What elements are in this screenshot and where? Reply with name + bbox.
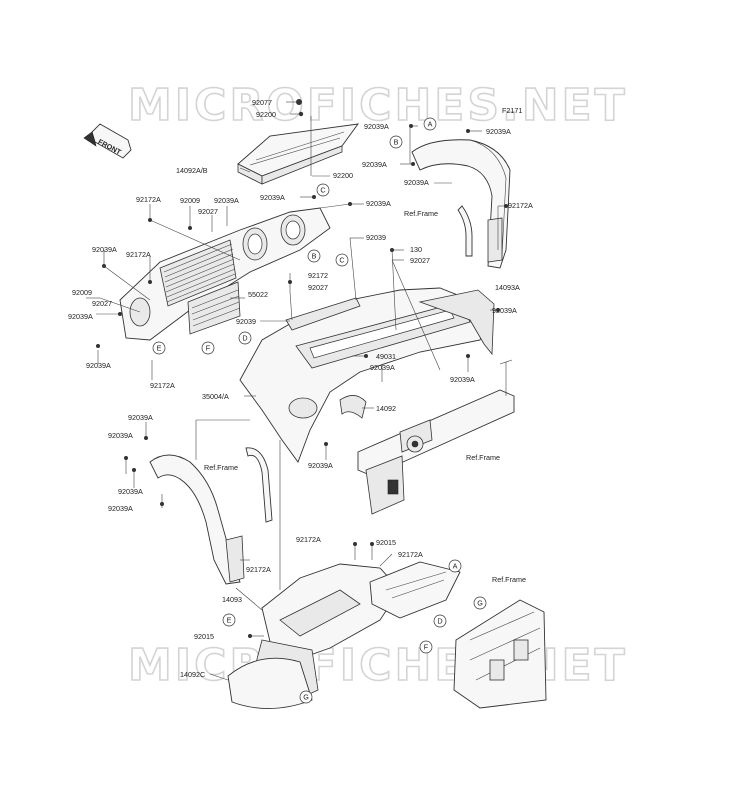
label-92039a: 92039A bbox=[366, 199, 391, 208]
label-92172a: 92172A bbox=[136, 195, 161, 204]
label-92039a: 92039A bbox=[118, 487, 143, 496]
floor-pan bbox=[227, 563, 401, 709]
label-92009: 92009 bbox=[72, 288, 92, 297]
label-92039: 92039 bbox=[366, 233, 386, 242]
label-92039a: 92039A bbox=[214, 196, 239, 205]
label-14092c: 14092C bbox=[180, 670, 205, 679]
svg-text:G: G bbox=[477, 599, 483, 608]
svg-text:B: B bbox=[394, 138, 399, 147]
label-92077: 92077 bbox=[252, 98, 272, 107]
label-ref-frame-right: Ref.Frame bbox=[404, 209, 438, 218]
left-fender bbox=[149, 454, 245, 585]
frame-bracket-left bbox=[245, 447, 273, 523]
svg-text:D: D bbox=[437, 617, 442, 626]
callout-G-right: G bbox=[473, 596, 487, 610]
svg-text:F: F bbox=[424, 643, 429, 652]
part-labels: 92077 92200 14092A/B 92200 92039A 92039A… bbox=[68, 98, 533, 679]
svg-text:C: C bbox=[339, 256, 344, 265]
callout-C-top: C bbox=[316, 183, 330, 197]
label-35004a: 35004/A bbox=[202, 392, 229, 401]
frame-bracket-right bbox=[457, 205, 473, 257]
label-ref-frame-left: Ref.Frame bbox=[204, 463, 238, 472]
svg-text:F: F bbox=[206, 344, 211, 353]
label-92172a: 92172A bbox=[126, 250, 151, 259]
callout-G-bottom: G bbox=[299, 690, 313, 704]
label-92039a: 92039A bbox=[68, 312, 93, 321]
label-ref-frame-bottom: Ref.Frame bbox=[492, 575, 526, 584]
label-92027: 92027 bbox=[92, 299, 112, 308]
label-92027: 92027 bbox=[198, 207, 218, 216]
label-ref-frame-mid: Ref.Frame bbox=[466, 453, 500, 462]
label-92039a: 92039A bbox=[362, 160, 387, 169]
svg-text:E: E bbox=[157, 344, 162, 353]
label-92039a: 92039A bbox=[128, 413, 153, 422]
top-cover-panel bbox=[237, 123, 359, 185]
svg-text:E: E bbox=[227, 616, 232, 625]
label-92027: 92027 bbox=[410, 256, 430, 265]
label-14093a: 14093A bbox=[495, 283, 520, 292]
dash-panel-left bbox=[119, 207, 331, 341]
svg-text:C: C bbox=[320, 186, 325, 195]
watermark-top: MICROFICHES.NET bbox=[128, 80, 628, 131]
label-92039a: 92039A bbox=[92, 245, 117, 254]
label-92172: 92172 bbox=[308, 271, 328, 280]
main-dash-body bbox=[239, 287, 495, 463]
callout-E-bottom: E bbox=[222, 613, 236, 627]
label-92172a: 92172A bbox=[150, 381, 175, 390]
label-92039a: 92039A bbox=[492, 306, 517, 315]
label-92172a: 92172A bbox=[398, 550, 423, 559]
label-92039a: 92039A bbox=[86, 361, 111, 370]
watermark-bottom: MICROFICHES.NET bbox=[128, 640, 628, 691]
label-92172a: 92172A bbox=[296, 535, 321, 544]
callout-B-mid: B bbox=[307, 249, 321, 263]
label-14093: 14093 bbox=[222, 595, 242, 604]
label-92009: 92009 bbox=[180, 196, 200, 205]
label-14092: 14092 bbox=[376, 404, 396, 413]
label-92039a: 92039A bbox=[450, 375, 475, 384]
label-92015: 92015 bbox=[376, 538, 396, 547]
vent-grille bbox=[163, 243, 236, 303]
callout-B-top: B bbox=[389, 135, 403, 149]
label-92039a: 92039A bbox=[364, 122, 389, 131]
label-92039a: 92039A bbox=[108, 504, 133, 513]
label-92039a: 92039A bbox=[260, 193, 285, 202]
fastener-markers bbox=[96, 124, 508, 638]
label-14092ab: 14092A/B bbox=[176, 166, 208, 175]
label-92039a: 92039A bbox=[486, 127, 511, 136]
callout-E-mid: E bbox=[152, 341, 166, 355]
svg-text:A: A bbox=[428, 120, 433, 129]
label-92039a: 92039A bbox=[370, 363, 395, 372]
floor-mat-right bbox=[369, 561, 461, 619]
label-92172a: 92172A bbox=[246, 565, 271, 574]
callout-C-mid: C bbox=[335, 253, 349, 267]
callout-A-top: A bbox=[423, 117, 437, 131]
callout-A-mat: A bbox=[448, 559, 462, 573]
right-fender bbox=[411, 139, 511, 269]
label-130: 130 bbox=[410, 245, 422, 254]
front-arrow-icon: FRONT bbox=[83, 123, 132, 159]
label-92172a: 92172A bbox=[508, 201, 533, 210]
callout-F-right: F bbox=[419, 640, 433, 654]
callout-F-mid: F bbox=[201, 341, 215, 355]
frame-crossmember bbox=[357, 359, 515, 515]
svg-text:B: B bbox=[312, 252, 317, 261]
svg-text:G: G bbox=[303, 693, 309, 702]
svg-text:D: D bbox=[242, 334, 247, 343]
label-92200-bottom: 92200 bbox=[333, 171, 353, 180]
label-55022: 55022 bbox=[248, 290, 268, 299]
svg-text:A: A bbox=[453, 562, 458, 571]
figure-code: F2171 bbox=[502, 106, 522, 115]
callout-D-right: D bbox=[433, 614, 447, 628]
frame-lower-right bbox=[453, 599, 547, 709]
callout-D-mid: D bbox=[238, 331, 252, 345]
label-92039a: 92039A bbox=[404, 178, 429, 187]
label-92039a: 92039A bbox=[308, 461, 333, 470]
label-92039: 92039 bbox=[236, 317, 256, 326]
label-92027: 92027 bbox=[308, 283, 328, 292]
label-49031: 49031 bbox=[376, 352, 396, 361]
label-92039a: 92039A bbox=[108, 431, 133, 440]
label-92015: 92015 bbox=[194, 632, 214, 641]
label-92200-top: 92200 bbox=[256, 110, 276, 119]
